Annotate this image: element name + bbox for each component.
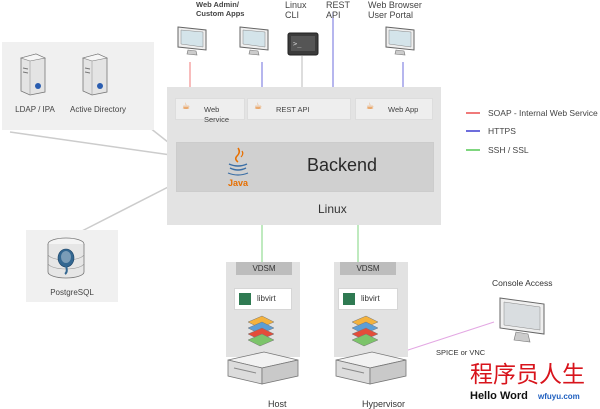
host-server-icon-2 (335, 351, 407, 385)
vm-stack-icon (247, 315, 275, 347)
legend: SOAP - Internal Web Service HTTPS SSH / … (464, 104, 600, 164)
web-app-label: Web App (388, 105, 419, 114)
terminal-icon: >_ (287, 32, 319, 56)
rest-api-client-label: REST API (326, 0, 351, 20)
backend-box: Java Backend (176, 142, 434, 192)
console-monitor-icon (499, 297, 545, 343)
postgresql-db (44, 236, 88, 282)
svg-text:>_: >_ (293, 40, 302, 48)
java-small-icon: ☕ (254, 101, 263, 111)
java-label: Java (227, 178, 249, 188)
linux-cli-label: Linux CLI (285, 0, 307, 20)
legend-swatch-soap (466, 112, 480, 114)
web-service-label: Web Service (204, 105, 230, 124)
watermark-cn: 程序员人生 (470, 362, 585, 388)
watermark: 程序员人生 Hello Word wfuyu.com (464, 362, 598, 408)
vdsm-box-1: VDSM (236, 262, 292, 275)
libvirt-icon (239, 293, 251, 305)
console-access-label: Console Access (492, 278, 553, 288)
legend-swatch-ssh (466, 149, 480, 151)
libvirt-label: libvirt (257, 294, 276, 303)
server-icon (81, 53, 108, 96)
client-linux-cli: >_ (287, 32, 319, 56)
ldap-label: LDAP / IPA (15, 105, 55, 114)
spice-vnc-label: SPICE or VNC (436, 348, 486, 357)
legend-label-soap: SOAP - Internal Web Service (488, 108, 598, 118)
dir-line (9, 131, 179, 157)
monitor-icon (239, 26, 269, 56)
database-icon (47, 237, 85, 279)
client-linux-cli-other (238, 25, 274, 59)
postgresql-label: PostgreSQL (50, 288, 94, 297)
client-webadmin (174, 0, 226, 60)
legend-label-https: HTTPS (488, 126, 516, 136)
elephant-icon (57, 248, 75, 275)
host-label-1: Host (268, 399, 287, 409)
java-small-icon: ☕ (366, 101, 375, 111)
server-icon (19, 53, 46, 96)
ad-server (80, 52, 110, 96)
java-small-icon: ☕ (182, 101, 191, 111)
rest-api-label: REST API (276, 105, 310, 114)
ldap-server (18, 52, 48, 96)
libvirt-box-2: libvirt (338, 288, 398, 310)
legend-label-ssh: SSH / SSL (488, 145, 529, 155)
java-icon: Java (225, 146, 251, 188)
linux-label: Linux (318, 202, 347, 216)
watermark-en: Hello Word (470, 390, 528, 402)
rest-api-box: ☕ REST API (247, 98, 351, 120)
host-label-2: Hypervisor (362, 399, 406, 409)
db-line (79, 181, 179, 233)
web-browser-label: Web Browser User Portal (368, 0, 422, 20)
libvirt-label: libvirt (361, 294, 380, 303)
vm-stack-icon (351, 315, 379, 347)
backend-label: Backend (307, 155, 378, 175)
libvirt-icon (343, 293, 355, 305)
libvirt-box-1: libvirt (234, 288, 292, 310)
host-server-icon-1 (227, 351, 299, 385)
web-app-box: ☕ Web App (355, 98, 433, 120)
client-web-browser (384, 25, 420, 59)
vdsm-box-2: VDSM (340, 262, 396, 275)
ad-label: Active Directory (69, 105, 126, 114)
legend-swatch-https (466, 130, 480, 132)
spice-line (401, 321, 495, 353)
monitor-icon (177, 26, 207, 56)
web-service-box: ☕ Web Service (175, 98, 245, 124)
monitor-icon (385, 26, 415, 56)
webadmin-label: Web Admin/ Custom Apps (196, 0, 245, 18)
watermark-site: wfuyu.com (538, 392, 580, 401)
